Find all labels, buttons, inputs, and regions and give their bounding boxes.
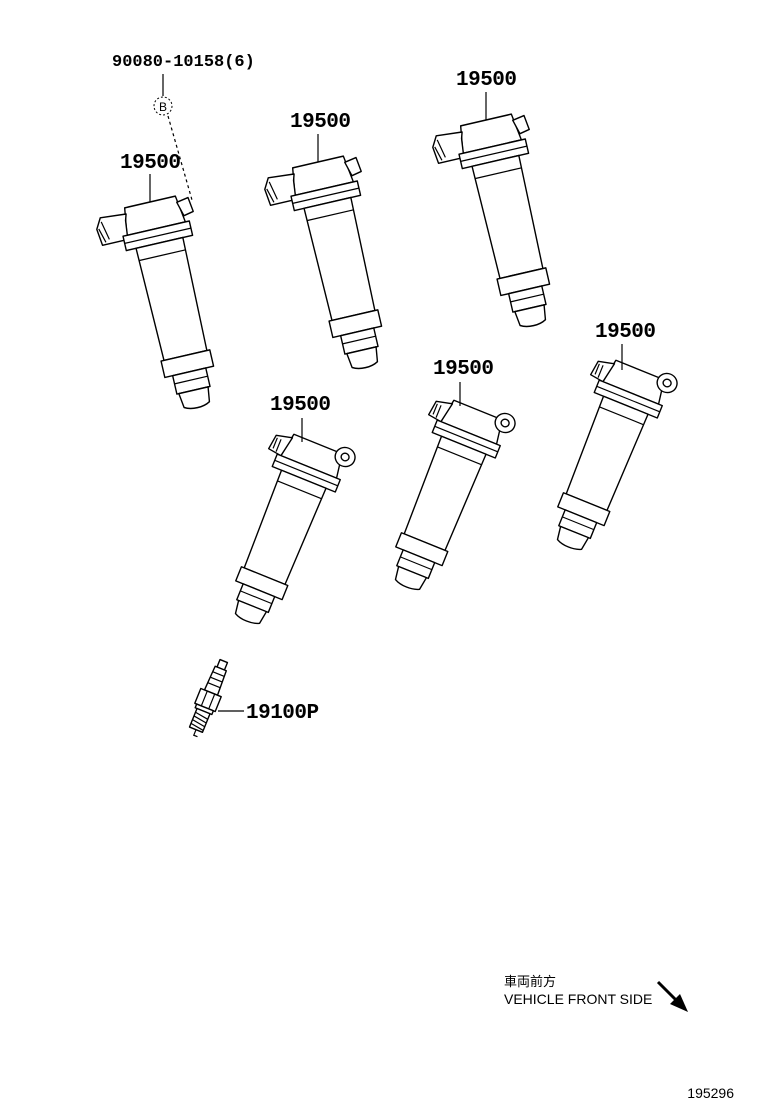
coil-5-part-number: 19500: [433, 358, 494, 381]
ignition-coil-4: 19500: [204, 394, 359, 637]
bolt-symbol-circle: [153, 96, 173, 116]
ignition-coil-1: 19500: [92, 152, 238, 422]
bolt-part-number: 90080-10158(6): [112, 53, 255, 72]
spark-plug-part-number: 19100P: [246, 702, 319, 725]
ignition-coil-3: 19500: [428, 69, 574, 340]
bolt-symbol-label: B: [159, 100, 167, 114]
figure-id: 195296: [687, 1085, 734, 1101]
coil-2-part-number: 19500: [290, 111, 351, 134]
arrow-down-right-icon: [656, 980, 688, 1012]
spark-plug: 19100P: [188, 658, 319, 738]
coil-3-part-number: 19500: [456, 69, 517, 92]
ignition-coil-5: 19500: [364, 358, 519, 603]
ignition-coil-6: 19500: [526, 321, 681, 563]
front-label-en: VEHICLE FRONT SIDE: [504, 991, 652, 1007]
coil-4-part-number: 19500: [270, 394, 331, 417]
ignition-coil-2: 19500: [260, 111, 406, 382]
coil-6-part-number: 19500: [595, 321, 656, 344]
bolt-callout: 90080-10158(6) B: [112, 53, 255, 201]
coil-1-part-number: 19500: [120, 152, 181, 175]
vehicle-front-indicator: 車両前方 VEHICLE FRONT SIDE: [504, 974, 688, 1012]
front-label-jp: 車両前方: [504, 974, 556, 990]
